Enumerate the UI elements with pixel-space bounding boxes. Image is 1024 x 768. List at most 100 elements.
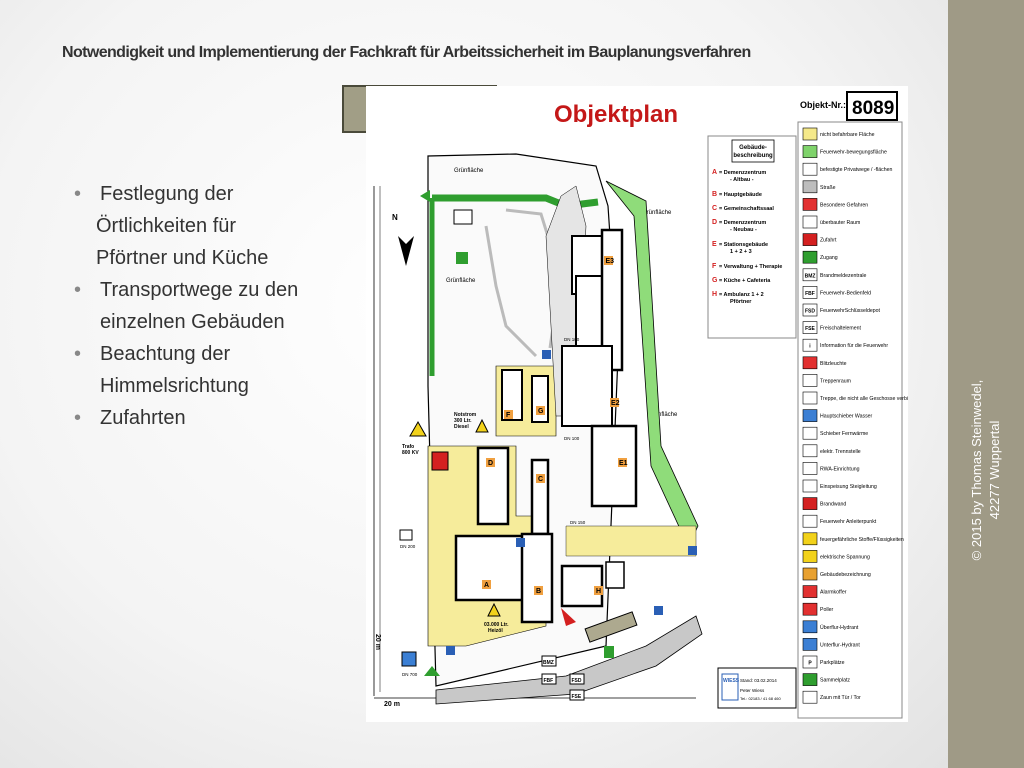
gruenflaeche-label: Grünfläche: [454, 168, 484, 174]
building-line1: = Gemeinschaftssaal: [719, 206, 774, 212]
legend-swatch: [802, 567, 818, 581]
legend-swatch: [802, 233, 818, 246]
building-e1: [590, 424, 638, 508]
bullet-item: Transportwege zu den: [72, 274, 342, 306]
legend-swatch: [802, 162, 818, 176]
legend-item: Einspeisung Steigleitung: [802, 479, 877, 493]
legend-label: Treppenraum: [820, 378, 851, 384]
legend-swatch: [802, 426, 818, 440]
legend-label: Feuerwehr Anleiterpunkt: [820, 519, 877, 525]
legend-swatch: [802, 532, 818, 546]
legend-label: befestigte Privatwege / -flächen: [820, 167, 892, 173]
legend-item: Zugang: [802, 250, 838, 264]
building-h-annex: [605, 561, 625, 589]
legend-label: Treppe, die nicht alle Geschosse verbind…: [820, 396, 908, 402]
legend-label: Zufahrt: [820, 238, 837, 244]
svg-text:E1: E1: [619, 460, 628, 467]
legend-label: Zaun mit Tür / Tor: [820, 695, 861, 701]
svg-text:FBF: FBF: [544, 678, 554, 684]
legend-swatch: [802, 215, 818, 229]
svg-text:DN 150: DN 150: [570, 520, 586, 525]
building-line1: = Stationsgebäude: [719, 242, 768, 248]
legend-label: Hauptschieber Wasser: [820, 414, 873, 420]
legend-label: Brandmeldezentrale: [820, 273, 867, 279]
legend-swatch: [802, 444, 818, 458]
legend-item: Überflur-Hydrant: [802, 620, 859, 634]
side-bar: [948, 0, 1024, 768]
legend-item: Blitzleuchte: [802, 356, 847, 370]
legend-item: Poller: [802, 602, 834, 616]
legend-item: Feuerwehr Anleiterpunkt: [802, 514, 877, 528]
svg-text:C: C: [538, 476, 543, 483]
legend-label: Freischaltelement: [820, 326, 861, 332]
legend-item: Unterflur-Hydrant: [802, 638, 860, 651]
building-line1: = Ambulanz 1 + 2: [719, 292, 764, 298]
legend-item: Besondere Gefahren: [802, 198, 868, 211]
svg-text:F: F: [506, 412, 511, 419]
legend-swatch: [802, 673, 818, 686]
svg-text:FSE: FSE: [572, 694, 582, 700]
building-letter: E: [712, 241, 717, 248]
building-line1: = Hauptgebäude: [719, 192, 762, 198]
legend-label: überbauter Raum: [820, 220, 860, 226]
building-g: [531, 375, 549, 423]
legend-item: Hauptschieber Wasser: [802, 409, 873, 422]
legend-label: Parkplätze: [820, 660, 845, 666]
bullet-item: Zufahrten: [72, 402, 342, 434]
legend-item: Schieber Fernwärme: [802, 426, 868, 440]
gruenflaeche-label: Grünfläche: [648, 412, 678, 418]
building-line2: - Altbau -: [730, 177, 754, 183]
legend-label: Information für die Feuerwehr: [820, 343, 888, 349]
scale-label: 20 m: [384, 701, 400, 708]
legend-item: nicht befahrbare Fläche: [802, 127, 875, 141]
assembly-point-icon: [604, 646, 614, 658]
gate-block: [584, 611, 638, 643]
legend-swatch: [802, 602, 818, 616]
flammable-hazard-icon: [475, 418, 489, 433]
gruenflaeche-label: Grünfläche: [642, 210, 672, 216]
svg-text:E2: E2: [611, 400, 620, 407]
legend-label: Sammelplatz: [820, 678, 850, 684]
legend-swatch: [802, 286, 818, 299]
flammable-hazard-icon: [487, 602, 501, 617]
building-description-title: Gebäude-: [739, 145, 767, 151]
assembly-point-icon: [456, 252, 468, 264]
legend-swatch: [802, 321, 818, 334]
legend-swatch: [802, 620, 818, 634]
legend-label: Zugang: [820, 255, 838, 261]
legend-item: feuergefährliche Stoffe/Flüssigkeiten: [802, 532, 904, 546]
legend-swatch: [802, 655, 818, 669]
legend-swatch: [802, 303, 818, 317]
legend-label: Unterflur-Hydrant: [820, 642, 860, 648]
building-list: A= Demenzzentrum- Altbau -B= Hauptgebäud…: [712, 169, 782, 305]
legend-label: Überflur-Hydrant: [820, 624, 859, 631]
building-letter: H: [712, 291, 717, 298]
legend-label: Besondere Gefahren: [820, 202, 868, 208]
main-road: [435, 615, 703, 705]
building-letter: C: [712, 205, 717, 212]
legend-item: Treppe, die nicht alle Geschosse verbind…: [802, 391, 908, 405]
legend-swatch: [802, 550, 818, 563]
svg-text:03.000 Ltr.: 03.000 Ltr.: [484, 622, 509, 628]
non-drivable-area: [565, 525, 697, 557]
building-list-item: B= Hauptgebäude: [712, 191, 762, 198]
legend-item: Zufahrt: [802, 233, 837, 246]
svg-text:Tel.: 02183 / 41 68 460: Tel.: 02183 / 41 68 460: [740, 696, 781, 701]
building-list-item: G= Küche + Cafeteria: [712, 277, 771, 284]
legend-swatch: [802, 462, 818, 475]
building-description-title: beschreibung: [733, 153, 773, 159]
electric-hazard-icon: [409, 420, 427, 437]
legend-swatch: [802, 145, 818, 158]
parking-icon: [688, 546, 697, 555]
legend-item: RWA-Einrichtung: [802, 462, 860, 475]
svg-text:E3: E3: [606, 258, 615, 265]
legend: nicht befahrbare FlächeFeuerwehr-bewegun…: [802, 127, 908, 704]
svg-text:H: H: [596, 588, 601, 595]
legend-swatch: [802, 127, 818, 141]
legend-swatch: [802, 409, 818, 422]
